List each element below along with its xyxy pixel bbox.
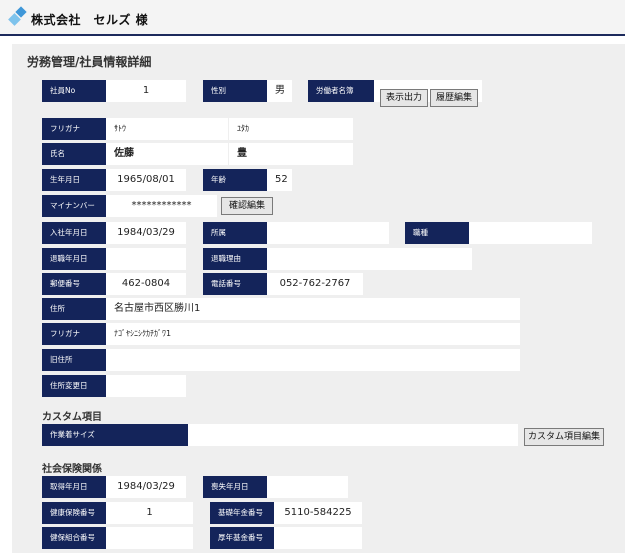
job-type-label: 職種 [405,222,469,244]
acquired-date-label: 取得年月日 [42,476,106,498]
department-label: 所属 [203,222,267,244]
custom-section-title: カスタム項目 [42,412,102,423]
name-first-value: 豊 [229,143,353,165]
retire-reason-value [267,248,472,270]
health-union-no-value [106,527,193,549]
department-value [267,222,389,244]
health-union-no-label: 健保組合番号 [42,527,106,549]
employee-no-label: 社員No [42,80,106,102]
address-change-date-value [106,375,186,397]
social-insurance-section-title: 社会保険関係 [42,464,102,475]
confirm-edit-button[interactable]: 確認編集 [221,197,273,215]
pension-fund-no-label: 厚年基金番号 [210,527,274,549]
lost-date-label: 喪失年月日 [203,476,267,498]
my-number-label: マイナンバー [42,195,106,217]
postal-code-label: 郵便番号 [42,273,106,295]
birthdate-value: 1965/08/01 [106,169,186,191]
name-label: 氏名 [42,143,106,165]
retire-date-value [106,248,186,270]
lost-date-value [267,476,348,498]
age-value: 52 [267,169,292,191]
custom-field-edit-button[interactable]: カスタム項目編集 [524,428,604,446]
pension-fund-no-value [274,527,362,549]
gender-label: 性別 [203,80,267,102]
my-number-value: ************ [106,195,217,217]
address-change-date-label: 住所変更日 [42,375,106,397]
birthdate-label: 生年月日 [42,169,106,191]
health-insurance-no-label: 健康保険番号 [42,502,106,524]
register-label: 労働者名簿 [308,80,374,102]
address-label: 住所 [42,298,106,320]
work-clothes-size-label: 作業着サイズ [42,424,188,446]
app-header: 株式会社 セルズ 様 [0,0,625,36]
page-title: 労務管理/社員情報詳細 [27,55,152,69]
old-address-label: 旧住所 [42,349,106,371]
postal-code-value: 462-0804 [106,273,186,295]
furigana-first-value: ﾕﾀｶ [229,118,353,140]
name-last-value: 佐藤 [106,143,228,165]
company-logo-icon [8,6,27,28]
old-address-value [106,349,520,371]
work-clothes-size-value [188,424,518,446]
age-label: 年齢 [203,169,267,191]
job-type-value [469,222,592,244]
edit-history-button[interactable]: 履歴編集 [430,89,478,107]
phone-label: 電話番号 [203,273,267,295]
address-kana-value: ﾅｺﾞﾔｼﾆｼｸｶﾁｶﾞﾜ1 [106,323,520,345]
print-register-button[interactable]: 表示出力 [380,89,428,107]
pension-no-value: 5110-584225 [274,502,362,524]
acquired-date-value: 1984/03/29 [106,476,186,498]
pension-no-label: 基礎年金番号 [210,502,274,524]
hire-date-value: 1984/03/29 [106,222,186,244]
furigana-last-value: ｻﾄｳ [106,118,228,140]
address-kana-label: フリガナ [42,323,106,345]
employee-no-value: 1 [106,80,186,102]
address-value: 名古屋市西区勝川1 [106,298,520,320]
company-name: 株式会社 セルズ 様 [31,13,149,27]
retire-reason-label: 退職理由 [203,248,267,270]
health-insurance-no-value: 1 [106,502,193,524]
retire-date-label: 退職年月日 [42,248,106,270]
phone-value: 052-762-2767 [267,273,363,295]
gender-value: 男 [267,80,292,102]
furigana-label: フリガナ [42,118,106,140]
hire-date-label: 入社年月日 [42,222,106,244]
